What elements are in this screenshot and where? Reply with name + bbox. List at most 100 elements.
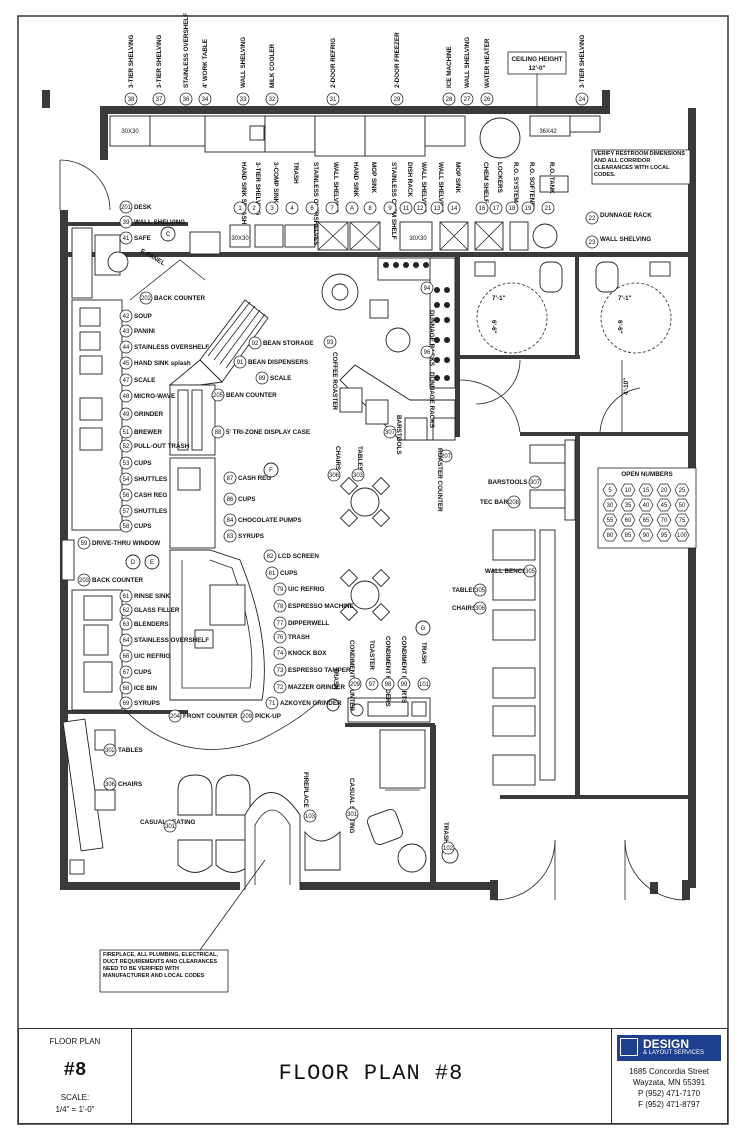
svg-text:CHAIRS: CHAIRS — [334, 446, 341, 470]
callout-bubble — [248, 336, 262, 350]
top-equipment-label: WALL SHELVING — [464, 37, 471, 88]
callout-bubble — [119, 407, 133, 421]
callout-bubble — [211, 388, 225, 402]
callout-bubble — [273, 680, 287, 694]
callout-bubble — [119, 324, 133, 338]
callout-number: 51 — [123, 430, 130, 436]
left-counter-label: SHUTTLES — [134, 508, 167, 515]
title-block: FLOOR PLAN #8 SCALE: 1/4" = 1'-0" FLOOR … — [18, 1028, 728, 1124]
left-counter-label: CUPS — [134, 460, 152, 467]
svg-text:C: C — [166, 232, 171, 238]
svg-text:101: 101 — [419, 682, 430, 688]
left-counter — [61, 299, 123, 711]
open-number-hex — [674, 528, 690, 542]
open-number: 5 — [608, 488, 612, 494]
callout-bubble — [247, 201, 261, 215]
back-row-label: HAND SINK — [352, 162, 359, 197]
open-number: 85 — [625, 533, 632, 539]
front-counter — [119, 549, 321, 750]
callout-bubble — [119, 681, 133, 695]
open-number: 75 — [679, 518, 686, 524]
callout-number: 205 — [213, 393, 224, 399]
svg-text:307: 307 — [530, 480, 541, 486]
callout-number: 47 — [123, 378, 130, 384]
callout-bubble — [505, 201, 519, 215]
open-number-hex — [638, 483, 654, 497]
open-number-hex — [656, 483, 672, 497]
left-counter-label: SYRUPS — [134, 700, 160, 707]
callout-bubble — [442, 92, 456, 106]
logo-sub-text: & LAYOUT SERVICES — [643, 1050, 705, 1056]
callout-bubble — [211, 425, 225, 439]
callout-bubble — [233, 201, 247, 215]
center-counter-label: ESPRESSO MACHINE — [288, 603, 354, 610]
svg-text:12'-0": 12'-0" — [528, 65, 545, 72]
left-counter-label: BREWER — [134, 429, 162, 436]
callout-number: 3 — [270, 206, 274, 212]
back-row-label: STAINLESS CHEM SHELF — [390, 162, 397, 240]
callout-bubble — [575, 92, 589, 106]
callout-number: 62 — [123, 608, 130, 614]
svg-text:6'-6": 6'-6" — [616, 320, 623, 334]
open-number-hex — [674, 498, 690, 512]
svg-text:102: 102 — [443, 846, 454, 852]
callout-bubble — [345, 201, 359, 215]
callout-bubble — [273, 663, 287, 677]
left-counter-label: GLASS FILLER — [134, 607, 180, 614]
callout-number: 63 — [123, 622, 130, 628]
left-counter-label: CUPS — [134, 669, 152, 676]
svg-text:DUNNAGE RACKS: DUNNAGE RACKS — [428, 310, 435, 366]
svg-text:94: 94 — [424, 286, 431, 292]
callout-number: 23 — [589, 240, 596, 246]
left-counter-label: BLENDERS — [134, 621, 169, 628]
open-number-hex — [638, 528, 654, 542]
open-number-hex — [674, 483, 690, 497]
top-equipment-label: 3-TIER SHELVING — [156, 34, 163, 88]
callout-bubble — [119, 425, 133, 439]
svg-text:TRASH: TRASH — [442, 822, 449, 844]
callout-number: 84 — [227, 518, 234, 524]
svg-text:307: 307 — [385, 430, 396, 436]
callout-bubble — [119, 519, 133, 533]
svg-text:CONDIMENT HOLDERS: CONDIMENT HOLDERS — [384, 636, 391, 707]
left-counter-label: U/C REFRIG — [134, 653, 170, 660]
back-equipment — [109, 115, 601, 193]
svg-text:207: 207 — [441, 454, 452, 460]
open-number-hex — [602, 483, 618, 497]
open-number: 30 — [607, 503, 614, 509]
callout-number: 79 — [277, 587, 284, 593]
svg-text:36X42: 36X42 — [539, 129, 557, 135]
svg-text:BARSTOOLS: BARSTOOLS — [488, 479, 527, 486]
svg-text:97: 97 — [369, 682, 376, 688]
callout-number: 1 — [238, 206, 242, 212]
svg-text:OPEN NUMBERS: OPEN NUMBERS — [621, 471, 672, 478]
callout-bubble — [447, 201, 461, 215]
open-number: 40 — [643, 503, 650, 509]
left-counter-label: WALL SHELVING — [134, 219, 185, 226]
callout-bubble — [119, 696, 133, 710]
center-counter-label: PICK-UP — [255, 713, 281, 720]
callout-number: 64 — [123, 638, 130, 644]
left-counter-label: PULL-OUT TRASH — [134, 443, 190, 450]
back-row-label: 3-TIER SHELVING — [254, 162, 261, 216]
callout-number: 27 — [464, 97, 471, 103]
interior-walls — [68, 222, 690, 885]
callout-bubble — [273, 616, 287, 630]
callout-number: 38 — [128, 97, 135, 103]
svg-text:98: 98 — [385, 682, 392, 688]
fireplace-note: FIREPLACE, ALL PLUMBING, ELECTRICAL, DUC… — [99, 859, 266, 993]
svg-text:96: 96 — [424, 350, 431, 356]
callout-number: 7 — [330, 206, 334, 212]
left-counter-label: MICRO-WAVE — [134, 393, 175, 400]
callout-bubble — [233, 355, 247, 369]
callout-bubble — [383, 201, 397, 215]
back-row-label: WALL SHELVING — [420, 162, 427, 213]
scale-value: 1/4" = 1'-0" — [55, 1105, 95, 1114]
restrooms — [474, 261, 672, 354]
center-counter-label: 5' TRI-ZONE DISPLAY CASE — [226, 429, 310, 436]
callout-number: 71 — [269, 701, 276, 707]
callout-number: 34 — [202, 97, 209, 103]
open-number: 35 — [625, 503, 632, 509]
bean-counter-display — [168, 299, 269, 576]
callout-bubble — [263, 549, 277, 563]
